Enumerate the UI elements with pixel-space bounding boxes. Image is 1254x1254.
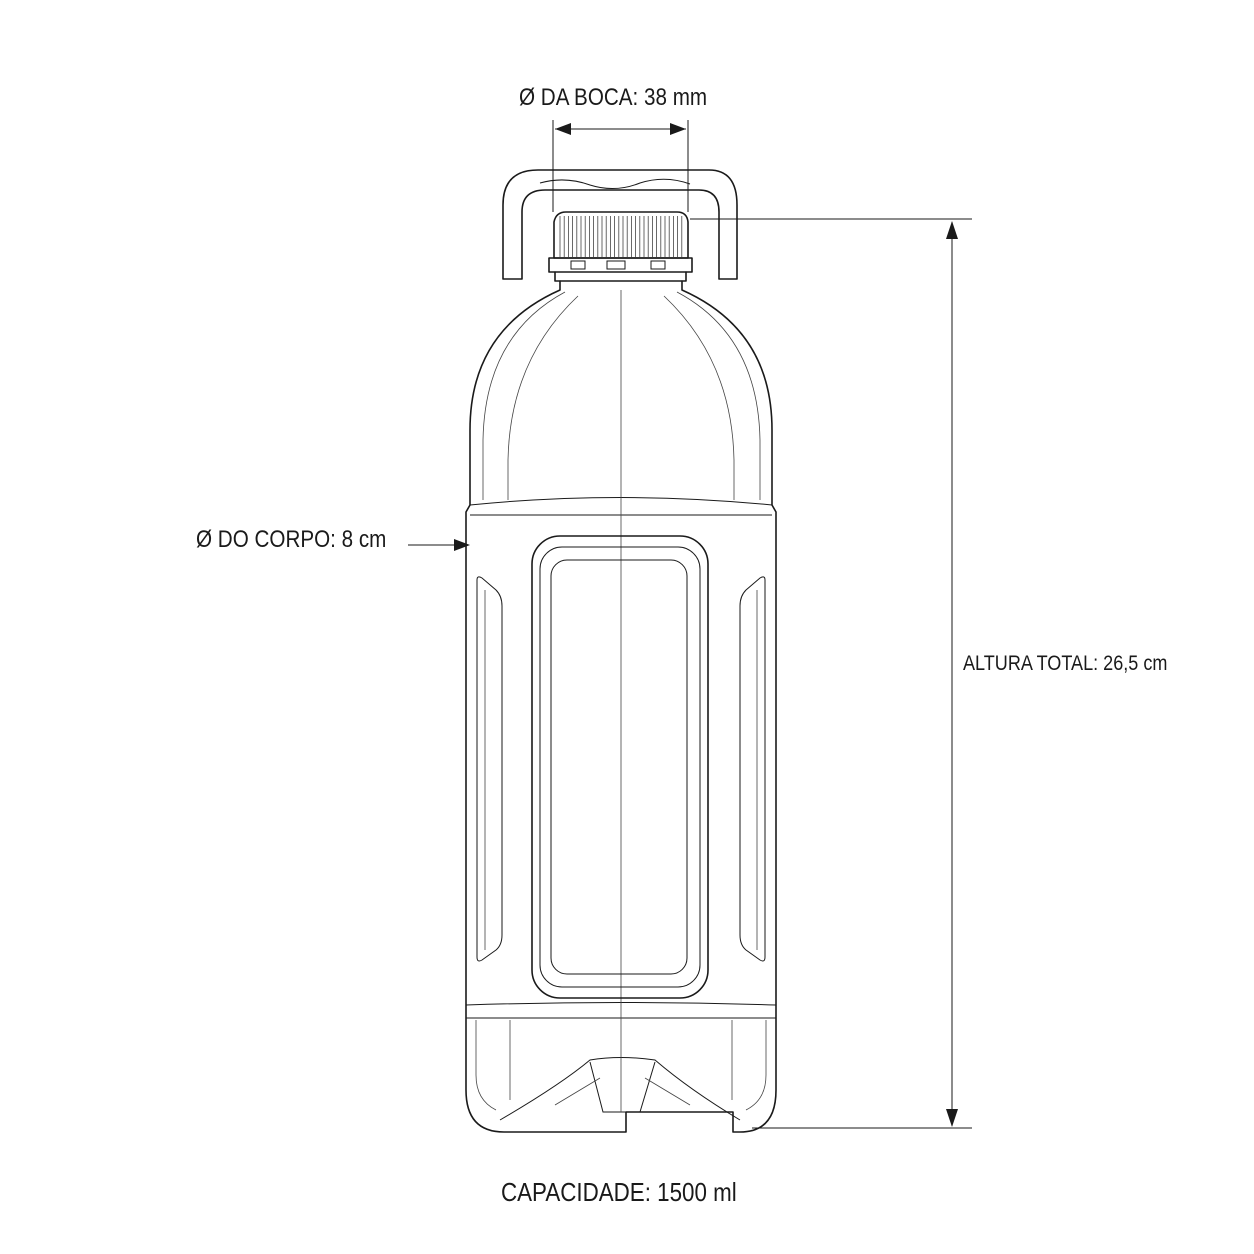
body-diameter-label: Ø DO CORPO: 8 cm xyxy=(196,526,387,553)
capacity-label: CAPACIDADE: 1500 ml xyxy=(501,1177,737,1207)
bottle-cap xyxy=(548,211,693,282)
mouth-diameter-dimension xyxy=(552,120,689,212)
bottle-body xyxy=(465,280,777,1133)
body-diameter-arrow xyxy=(408,539,470,551)
bottle-handle xyxy=(502,169,738,280)
label-panel xyxy=(531,535,709,999)
total-height-label: ALTURA TOTAL: 26,5 cm xyxy=(963,652,1168,675)
total-height-dimension xyxy=(690,218,972,1129)
cap-ribs xyxy=(559,216,683,257)
side-grip-left xyxy=(476,576,503,962)
side-grip-right xyxy=(739,576,766,962)
mouth-diameter-label: Ø DA BOCA: 38 mm xyxy=(519,84,708,111)
